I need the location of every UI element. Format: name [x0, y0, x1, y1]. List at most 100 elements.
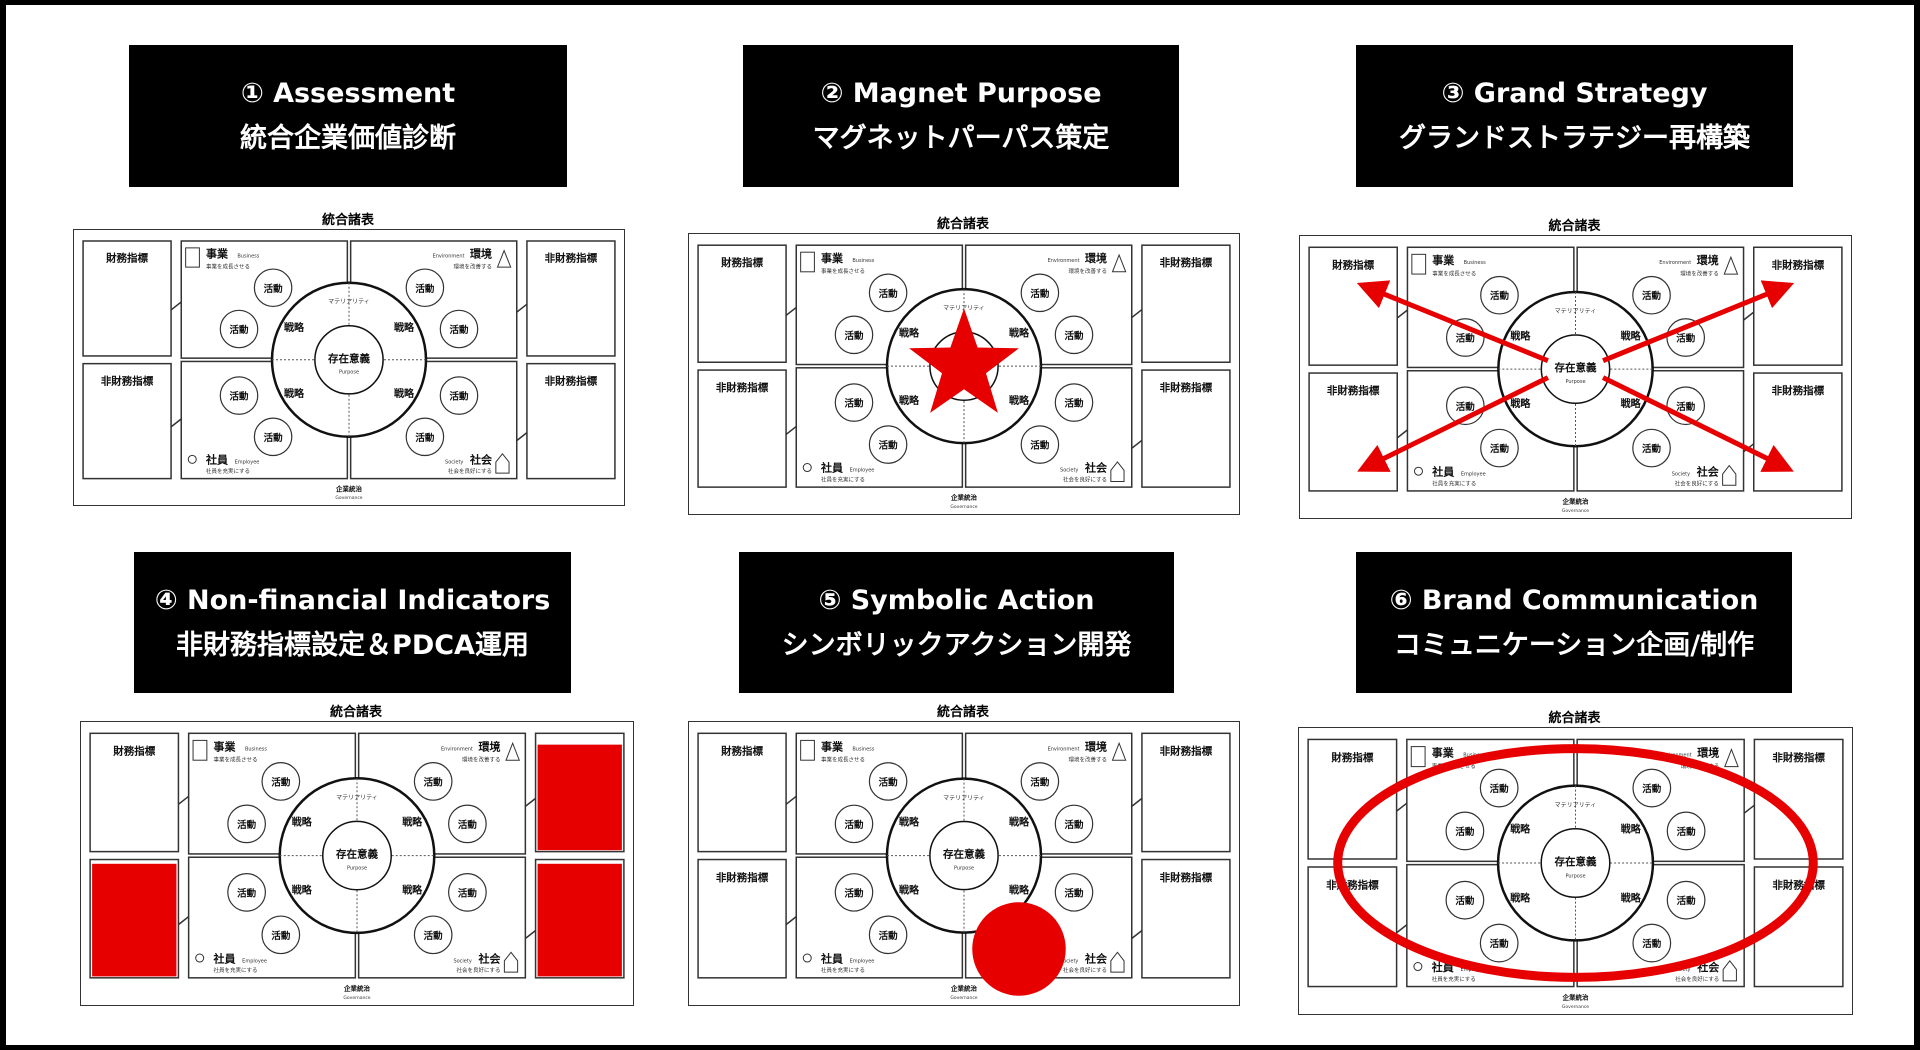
strategy-label: 戦略	[899, 884, 920, 897]
activity-label: 活動	[1064, 819, 1084, 831]
strategy-label: 戦略	[899, 327, 920, 340]
activity-circle	[1054, 873, 1094, 912]
society-en-label: Society	[445, 459, 463, 465]
governance-label: 企業統治	[950, 493, 978, 502]
activity-label: 活動	[1677, 826, 1697, 838]
strategy-arrow	[1357, 375, 1550, 472]
activity-circle	[1020, 425, 1060, 464]
business-en-label: Business	[1464, 260, 1486, 266]
purpose-label: 存在意義	[328, 352, 370, 365]
fin-indicator-box-left	[697, 244, 787, 363]
activity-circle	[868, 915, 908, 955]
activity-circle	[413, 915, 453, 955]
materiality-label: マテリアリティ	[336, 795, 378, 802]
activity-label: 活動	[415, 432, 435, 444]
activity-label: 活動	[449, 391, 469, 403]
activity-label: 活動	[237, 887, 257, 899]
activity-circle	[868, 762, 908, 801]
nonfin-indicator-box-left-label: 非財務指標	[716, 871, 769, 884]
fin-indicator-box-left-label: 財務指標	[1330, 751, 1373, 764]
strategy-arrow	[1601, 375, 1794, 472]
strategy-label: 戦略	[394, 321, 415, 334]
step-title-jp: グランドストラテジー再構築	[1399, 123, 1750, 154]
strategy-label: 戦略	[1510, 823, 1531, 836]
governance-label: 企業統治	[950, 984, 978, 993]
purpose-en-label: Purpose	[954, 866, 974, 872]
governance-en-label: Governance	[1562, 508, 1589, 514]
nonfin-indicator-box-left	[82, 362, 172, 480]
step-title-en: ③ Grand Strategy	[1441, 78, 1708, 109]
activity-label: 活動	[1064, 330, 1084, 342]
environment-en-label: Environment	[1048, 258, 1080, 264]
nonfin-indicator-box-left-label: 非財務指標	[101, 374, 154, 387]
strategy-label: 戦略	[1009, 394, 1030, 407]
environment-sub-label: 環境を改善する	[1068, 756, 1107, 764]
employee-label: 社員	[212, 951, 235, 965]
nonfin-indicator-box-right-top-label: 非財務指標	[1160, 745, 1213, 758]
business-label: 事業	[213, 739, 236, 753]
activity-label: 活動	[1064, 398, 1084, 410]
nonfin-indicator-box-right-bottom-label: 非財務指標	[1160, 381, 1213, 394]
environment-sub-label: 環境を改善する	[453, 263, 492, 271]
sheet-title: 統合諸表	[936, 705, 989, 720]
activity-circle	[1445, 318, 1485, 357]
activity-circle	[868, 425, 908, 464]
nonfin-indicator-box-left-label: 非財務指標	[1327, 384, 1380, 397]
integrated-sheet-panel: 財務指標非財務指標非財務指標非財務指標事業Business事業を成長させる環境E…	[80, 721, 634, 1006]
employee-sub-label: 社員を充実にする	[1432, 975, 1476, 983]
people-icon	[1413, 962, 1423, 972]
environment-en-label: Environment	[1048, 746, 1080, 752]
employee-en-label: Employee	[850, 468, 875, 474]
environment-sub-label: 環境を改善する	[462, 756, 501, 764]
activity-label: 活動	[1456, 333, 1476, 345]
activity-label: 活動	[237, 819, 257, 831]
business-en-label: Business	[852, 258, 874, 264]
activity-circle	[439, 376, 479, 415]
town-icon	[1722, 464, 1737, 486]
materiality-label: マテリアリティ	[943, 795, 985, 802]
action-dot-highlight	[972, 902, 1066, 996]
nonfin-indicator-box-right-top-label: 非財務指標	[1160, 256, 1213, 269]
activity-circle	[1666, 880, 1706, 920]
activity-label: 活動	[264, 432, 284, 444]
nonfin-indicator-box-right-top	[1141, 244, 1231, 363]
employee-sub-label: 社員を充実にする	[213, 966, 257, 974]
strategy-label: 戦略	[1510, 397, 1531, 410]
activity-circle	[1480, 275, 1519, 315]
fin-indicator-box-left	[697, 732, 787, 853]
strategy-label: 戦略	[1510, 329, 1531, 342]
activity-label: 活動	[449, 324, 469, 336]
business-sub-label: 事業を成長させる	[821, 756, 865, 764]
activity-circle	[219, 309, 259, 349]
fin-indicator-box-left-label: 財務指標	[720, 256, 763, 269]
society-sub-label: 社会を良好にする	[1675, 975, 1719, 983]
activity-circle	[1666, 318, 1706, 357]
environment-label: 環境	[1697, 746, 1719, 760]
business-sub-label: 事業を成長させる	[213, 756, 257, 764]
town-icon	[495, 453, 510, 474]
activity-label: 活動	[458, 819, 478, 831]
activity-label: 活動	[1030, 288, 1050, 300]
environment-label: 環境	[1697, 253, 1719, 267]
governance-label: 企業統治	[343, 984, 371, 993]
purpose-en-label: Purpose	[1565, 873, 1585, 879]
step-title-jp: シンボリックアクション開発	[781, 629, 1132, 661]
fin-indicator-box-left	[89, 732, 180, 853]
employee-en-label: Employee	[235, 459, 260, 465]
environment-label: 環境	[470, 247, 492, 261]
activity-label: 活動	[1455, 826, 1475, 838]
sheet-title: 統合諸表	[321, 213, 374, 228]
activity-label: 活動	[1676, 333, 1696, 345]
nonfin-indicator-box-right-top	[1141, 732, 1231, 853]
society-label: 社会	[469, 452, 493, 466]
strategy-label: 戦略	[1009, 884, 1030, 897]
town-icon	[503, 951, 519, 973]
nonfin-indicator-box-right-top-label: 非財務指標	[1772, 751, 1825, 764]
employee-en-label: Employee	[242, 958, 267, 964]
